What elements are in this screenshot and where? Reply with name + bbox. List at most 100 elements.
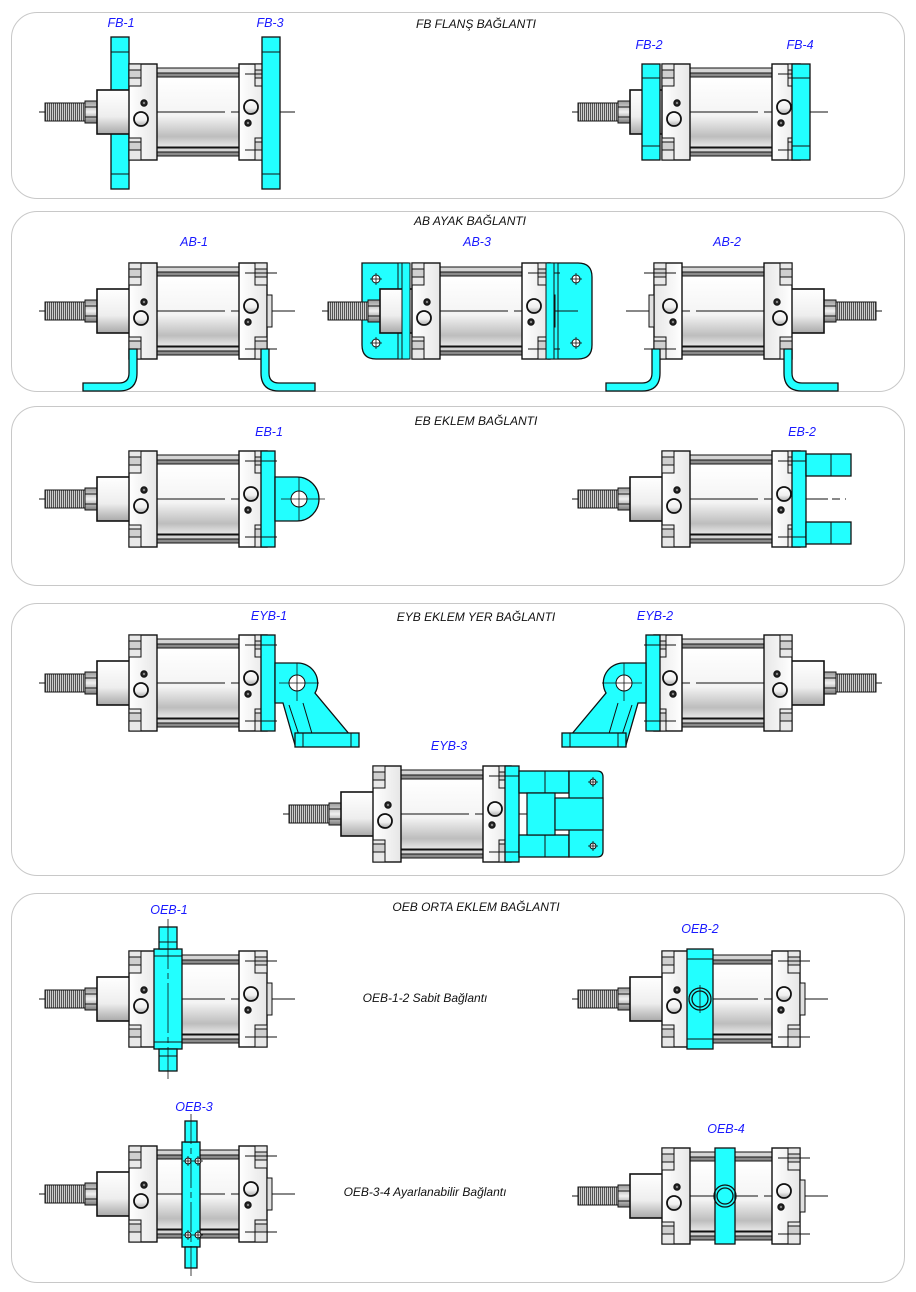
front-bearing-cap <box>96 976 131 1022</box>
cushion-screw-icon <box>416 310 432 326</box>
piston-rod-thread <box>44 102 86 122</box>
front-bearing-cap <box>790 288 825 334</box>
fb-1-fb-3-assembly <box>39 36 295 190</box>
piston-rod-thread <box>577 989 619 1009</box>
tie-rod-top-shadow <box>154 271 246 277</box>
tie-rod-top-shadow <box>154 459 246 465</box>
rod-nut <box>84 1182 98 1206</box>
cushion-screw-icon <box>133 998 149 1014</box>
bracket-base <box>561 732 627 748</box>
rod-nut <box>617 100 631 124</box>
item-label-eyb-1: EYB-1 <box>250 609 288 623</box>
cap-notch <box>372 771 386 781</box>
cushion-screw-icon <box>243 986 259 1002</box>
rear-plate <box>648 294 655 328</box>
item-label-eb-2: EB-2 <box>788 425 816 439</box>
tie-rod-top <box>675 266 767 273</box>
tie-rod-bottom-shadow <box>687 538 779 544</box>
air-port-inner <box>246 1008 250 1012</box>
eb-2-assembly <box>572 450 852 548</box>
cushion-screw-icon <box>666 998 682 1014</box>
pneumatic-cylinder <box>39 262 295 360</box>
section-title-ab: AB AYAK BAĞLANTI <box>413 214 527 228</box>
section-title-oeb: OEB ORTA EKLEM BAĞLANTI <box>392 900 560 914</box>
cushion-screw-icon <box>776 486 792 502</box>
front-bearing-cap <box>96 1171 131 1217</box>
note-fixed-connection: OEB-1-2 Sabit Bağlantı <box>362 991 488 1005</box>
piston-rod-thread <box>577 1186 619 1206</box>
cap-notch <box>411 340 425 350</box>
clevis-plate <box>260 634 276 732</box>
pneumatic-cylinder <box>626 634 882 732</box>
cushion-screw-icon <box>133 682 149 698</box>
bracket-rib <box>302 702 314 738</box>
cap-notch <box>661 1153 675 1163</box>
air-port-inner <box>142 988 146 992</box>
trunnion-bore-icon <box>713 1184 737 1208</box>
front-bearing-cap <box>629 976 664 1022</box>
air-port-inner <box>779 1205 783 1209</box>
rear-plate <box>799 982 806 1016</box>
trunnion-bore-inner <box>716 1187 734 1205</box>
item-label-eyb-3: EYB-3 <box>430 739 468 753</box>
item-label-ab-2: AB-2 <box>713 235 741 249</box>
air-port-inner <box>675 1185 679 1189</box>
pneumatic-cylinder <box>39 950 295 1048</box>
eyb-1-assembly <box>39 634 360 748</box>
rear-plate <box>266 982 273 1016</box>
tie-rod-top <box>154 67 246 74</box>
section-title-fb: FB FLANŞ BAĞLANTI <box>415 17 537 31</box>
cushion-screw-icon <box>666 111 682 127</box>
foot-bracket-rear <box>260 348 316 392</box>
cushion-screw-icon <box>666 498 682 514</box>
air-port-inner <box>246 121 250 125</box>
cap-notch <box>128 1028 142 1038</box>
clevis-plate <box>504 765 520 863</box>
tie-rod-top <box>154 454 246 461</box>
air-port-inner <box>675 488 679 492</box>
cushion-screw-icon <box>666 1195 682 1211</box>
tie-rod-bottom <box>154 147 246 153</box>
clevis-plate <box>260 450 276 548</box>
item-label-oeb-1: OEB-1 <box>150 903 188 917</box>
item-label-eyb-2: EYB-2 <box>636 609 674 623</box>
rod-nut <box>823 671 837 695</box>
tie-rod-top <box>398 769 490 776</box>
tie-rod-bottom-shadow <box>154 538 246 544</box>
air-port-inner <box>246 692 250 696</box>
air-port-inner <box>246 508 250 512</box>
air-port-inner <box>246 1203 250 1207</box>
piston-rod-thread <box>835 301 877 321</box>
cap-notch <box>661 1225 675 1235</box>
bracket-rib <box>607 702 619 738</box>
foot-bracket-front <box>82 348 138 392</box>
rear-plate <box>799 1179 806 1213</box>
cap-notch <box>661 528 675 538</box>
cushion-screw-icon <box>662 298 678 314</box>
cap-notch <box>128 69 142 79</box>
pneumatic-cylinder <box>39 450 295 548</box>
item-label-oeb-3: OEB-3 <box>175 1100 213 1114</box>
cap-notch <box>653 340 667 350</box>
rod-nut <box>84 299 98 323</box>
air-port-inner <box>386 803 390 807</box>
cap-notch <box>128 141 142 151</box>
cushion-screw-icon <box>526 298 542 314</box>
clevis-plate <box>645 634 661 732</box>
piston-rod-thread <box>577 489 619 509</box>
rod-nut <box>328 802 342 826</box>
rod-nut <box>84 100 98 124</box>
air-port-inner <box>142 300 146 304</box>
cap-notch <box>128 528 142 538</box>
cap-notch <box>779 268 793 278</box>
pneumatic-cylinder <box>322 262 578 360</box>
tie-rod-top <box>154 266 246 273</box>
tie-rod-bottom-shadow <box>687 151 779 157</box>
cap-notch <box>128 268 142 278</box>
cap-notch <box>372 843 386 853</box>
cap-notch <box>661 1028 675 1038</box>
oeb-4-assembly <box>572 1147 828 1245</box>
item-label-fb-4: FB-4 <box>786 38 814 52</box>
front-bearing-cap <box>340 791 375 837</box>
